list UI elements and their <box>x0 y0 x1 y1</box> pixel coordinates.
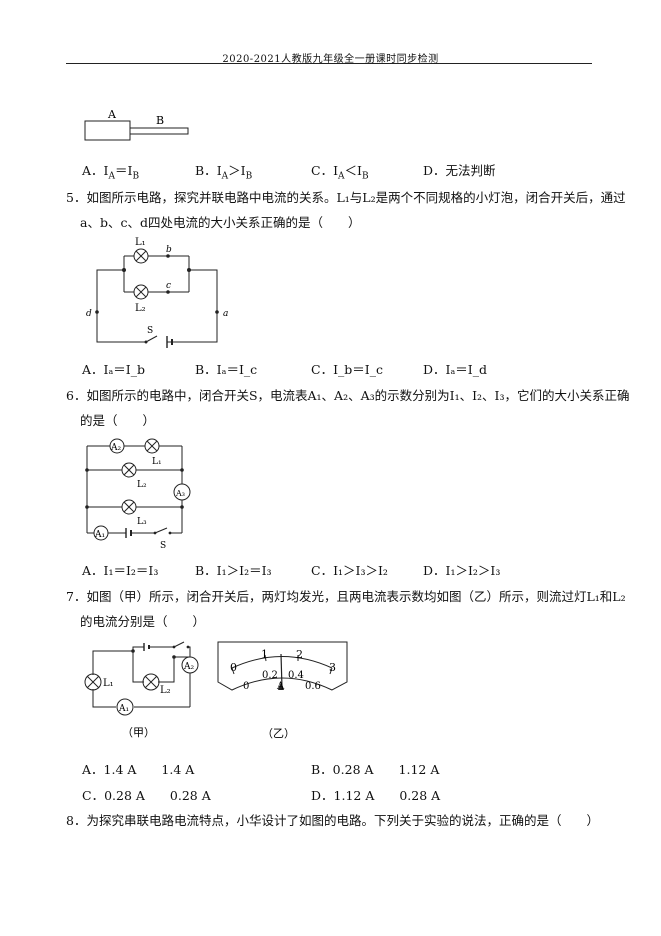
label-a: A <box>107 108 117 121</box>
label-l3: L₃ <box>137 517 147 527</box>
label-s: S <box>147 326 153 336</box>
q5-option-b[interactable]: B．Iₐ＝I_c <box>195 362 258 377</box>
label-s: S <box>160 541 166 551</box>
q6-option-b[interactable]: B．I₁＞I₂＝I₃ <box>195 563 272 578</box>
q7-ammeter-dial: 0 1 2 3 0 0.2 0.4 0.6 A （乙） <box>217 641 348 740</box>
q6-text-line1: 6．如图所示的电路中，闭合开关S，电流表A₁、A₂、A₃的示数分别为I₁、I₂、… <box>66 388 630 403</box>
label-l1: L₁ <box>135 237 146 248</box>
q7-text-line1: 7．如图（甲）所示，闭合开关后，两灯均发光，且两电流表示数均如图（乙）所示，则流… <box>66 589 626 604</box>
conductor-b <box>129 127 189 135</box>
inner-tick-3: 0.6 <box>305 681 321 692</box>
q7-option-c[interactable]: C．0.28 A 0.28 A <box>82 788 211 803</box>
lamp-l2 <box>133 284 149 300</box>
q5-option-c[interactable]: C．I_b＝I_c <box>311 362 383 377</box>
inner-tick-1: 0.2 <box>262 670 278 681</box>
q6-option-a[interactable]: A．I₁＝I₂＝I₃ <box>82 563 159 578</box>
label-b: B <box>156 114 164 127</box>
dial-pointer <box>280 653 283 689</box>
meter-a1: A₁ <box>118 704 129 714</box>
q5-circuit-figure: L₁ L₂ b c d a S <box>86 237 228 348</box>
dial-scale-arc <box>231 656 333 669</box>
q5-text-line2: a、b、c、d四处电流的大小关系正确的是（ ） <box>80 215 361 230</box>
label-b: b <box>166 245 172 255</box>
meter-a2: A₂ <box>110 443 121 453</box>
page-header: 2020-2021人教版九年级全一册课时同步检测 <box>222 54 439 65</box>
conductor-figure: A B <box>84 108 189 141</box>
outer-tick-0: 0 <box>230 661 237 674</box>
q4-option-b[interactable]: B．IA＞IB <box>195 163 253 182</box>
q4-option-c[interactable]: C．IA＜IB <box>311 163 369 182</box>
caption-jia: （甲） <box>122 726 155 739</box>
q4-option-d[interactable]: D．无法判断 <box>423 163 496 178</box>
meter-a1: A₁ <box>94 530 105 540</box>
label-a: a <box>223 309 228 319</box>
conductor-a <box>84 120 131 141</box>
q6-option-c[interactable]: C．I₁＞I₃＞I₂ <box>311 563 388 578</box>
q7-option-a[interactable]: A．1.4 A 1.4 A <box>82 762 195 777</box>
q6-option-d[interactable]: D．I₁＞I₂＞I₃ <box>423 563 501 578</box>
label-c: c <box>166 281 171 291</box>
label-l2: L₂ <box>137 480 147 490</box>
q7-text-line2: 的电流分别是（ ） <box>80 614 206 629</box>
caption-yi: （乙） <box>262 727 295 740</box>
q7-option-d[interactable]: D．1.12 A 0.28 A <box>311 788 441 803</box>
lamp-l1 <box>133 248 149 264</box>
q4-option-a[interactable]: A．IA＝IB <box>82 163 140 182</box>
label-d: d <box>86 309 92 319</box>
outer-tick-1: 1 <box>261 648 268 661</box>
q5-option-a[interactable]: A．Iₐ＝I_b <box>82 362 145 377</box>
inner-tick-0: 0 <box>243 681 249 692</box>
dial-face <box>217 641 348 691</box>
header-rule <box>66 63 592 64</box>
inner-tick-2: 0.4 <box>288 670 304 681</box>
meter-a3: A₃ <box>175 489 185 498</box>
label-l1: L₁ <box>103 678 114 689</box>
q7-circuit-jia: A₂ L₁ L₂ A₁ （甲） <box>84 641 199 739</box>
label-l1: L₁ <box>152 457 162 467</box>
outer-tick-2: 2 <box>296 648 303 661</box>
q5-text-line1: 5．如图所示电路，探究并联电路中电流的关系。L₁与L₂是两个不同规格的小灯泡，闭… <box>66 190 626 205</box>
q8-text-line1: 8．为探究串联电路电流特点，小华设计了如图的电路。下列关于实验的说法，正确的是（… <box>66 813 599 828</box>
q6-circuit-figure: A₂ L₁ L₂ A₃ L₃ A₁ S <box>85 438 191 551</box>
q7-option-b[interactable]: B．0.28 A 1.12 A <box>311 762 440 777</box>
outer-tick-3: 3 <box>329 661 336 674</box>
meter-a2: A₂ <box>183 662 194 672</box>
label-l2: L₂ <box>160 685 171 696</box>
label-l2: L₂ <box>135 303 146 314</box>
dial-unit: A <box>276 681 285 692</box>
q6-text-line2: 的是（ ） <box>80 413 156 428</box>
q5-option-d[interactable]: D．Iₐ＝I_d <box>423 362 487 377</box>
